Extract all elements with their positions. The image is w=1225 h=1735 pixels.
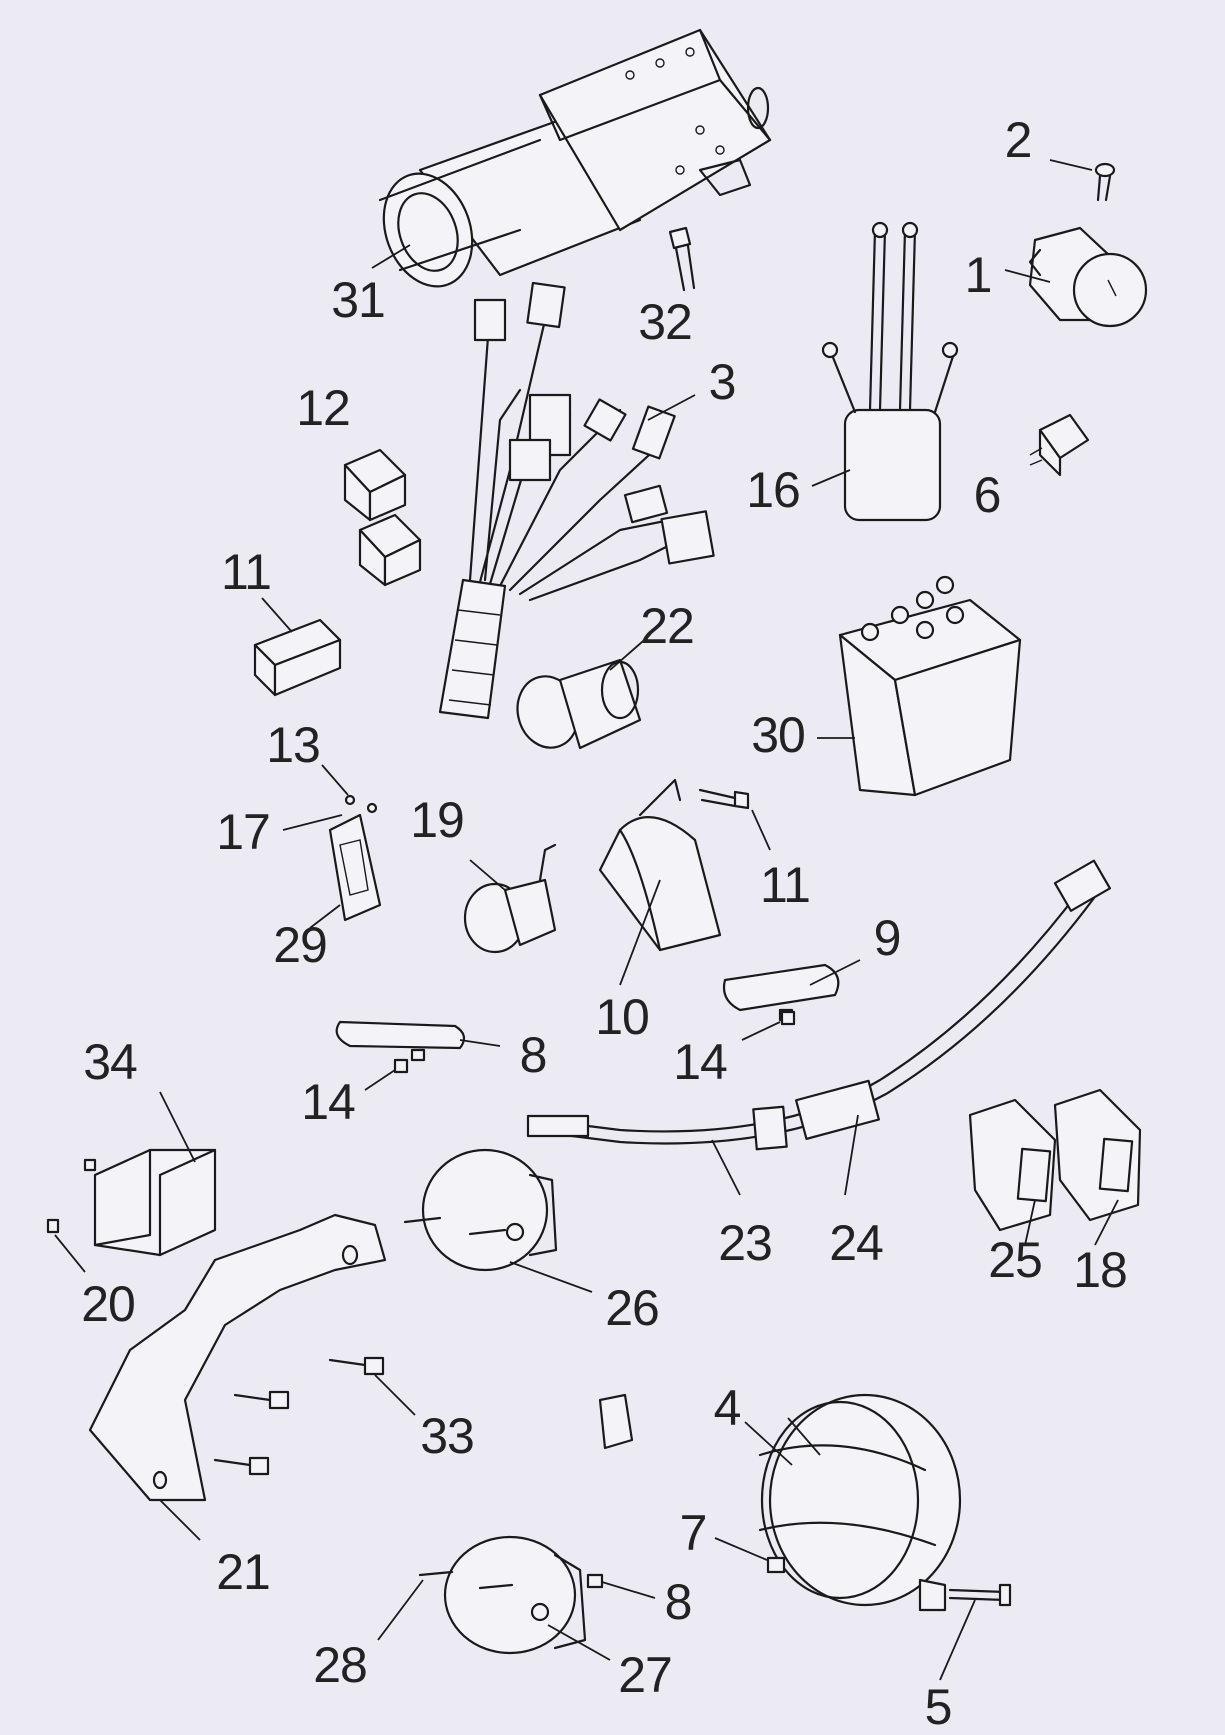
- callout-4: 4: [713, 1380, 742, 1436]
- lamp-27: [418, 1535, 587, 1655]
- callout-1: 1: [964, 247, 993, 303]
- callout-22: 22: [640, 598, 695, 654]
- callout-13: 13: [266, 717, 321, 773]
- callout-21: 21: [216, 1544, 271, 1600]
- cable-23-24: [526, 859, 1112, 1151]
- screw-2: [1094, 162, 1116, 202]
- callout-25: 25: [988, 1232, 1043, 1288]
- callout-19: 19: [410, 792, 465, 848]
- callout-23: 23: [718, 1215, 773, 1271]
- callout-28: 28: [313, 1637, 368, 1693]
- socket-22: [516, 658, 642, 750]
- module-16: [821, 221, 959, 522]
- ignition-switch: [1028, 226, 1148, 328]
- callout-12: 12: [296, 380, 351, 436]
- bracket-21: [88, 1213, 387, 1502]
- nut-8: [586, 1573, 604, 1589]
- callout-32: 32: [638, 294, 693, 350]
- callout-11-mid: 11: [760, 857, 811, 913]
- flasher-11: [253, 618, 342, 697]
- nuts-14: [393, 1010, 796, 1074]
- battery-30: [838, 575, 1022, 797]
- callout-5: 5: [924, 1679, 953, 1735]
- callout-7: 7: [679, 1505, 708, 1561]
- switch-25: [968, 1098, 1057, 1232]
- starter-motor: [378, 28, 772, 288]
- callout-14-left: 14: [301, 1074, 356, 1130]
- callout-33: 33: [420, 1408, 475, 1464]
- callout-9: 9: [873, 910, 902, 966]
- callout-17: 17: [216, 804, 271, 860]
- callout-3: 3: [708, 354, 737, 410]
- wiring-harness: [438, 281, 715, 720]
- bolts-33: [213, 1356, 385, 1476]
- callout-29: 29: [273, 917, 328, 973]
- callout-8-mid: 8: [519, 1027, 548, 1083]
- screw-5: [948, 1583, 1012, 1607]
- callout-8-bottom: 8: [664, 1574, 693, 1630]
- reflector-8: [335, 1020, 466, 1062]
- callout-34: 34: [83, 1034, 138, 1090]
- box-34: [46, 1148, 217, 1257]
- callout-14-right: 14: [673, 1034, 728, 1090]
- lamp-26: [403, 1148, 558, 1272]
- callout-30: 30: [751, 707, 806, 763]
- callout-20: 20: [81, 1276, 136, 1332]
- indicator-19: [463, 843, 557, 954]
- callout-26: 26: [605, 1280, 660, 1336]
- callout-24: 24: [829, 1215, 884, 1271]
- bolt-11: [698, 788, 750, 810]
- screws-13-17: [344, 794, 378, 814]
- relays-12: [343, 448, 422, 587]
- bolt-32: [668, 226, 696, 292]
- relay-6: [1029, 413, 1090, 477]
- callout-31: 31: [331, 272, 386, 328]
- switch-18: [1053, 1088, 1142, 1222]
- callout-10: 10: [595, 989, 650, 1045]
- plate-29: [328, 813, 382, 922]
- callout-27: 27: [618, 1647, 673, 1703]
- callout-18: 18: [1073, 1242, 1128, 1298]
- callout-11-top: 11: [221, 544, 272, 600]
- nut-7: [766, 1556, 786, 1574]
- callout-16: 16: [746, 462, 801, 518]
- horn-10: [598, 778, 722, 952]
- headlamp-4: [758, 1393, 962, 1612]
- callout-2: 2: [1004, 112, 1033, 168]
- callout-6: 6: [973, 467, 1002, 523]
- plug-small: [598, 1393, 634, 1450]
